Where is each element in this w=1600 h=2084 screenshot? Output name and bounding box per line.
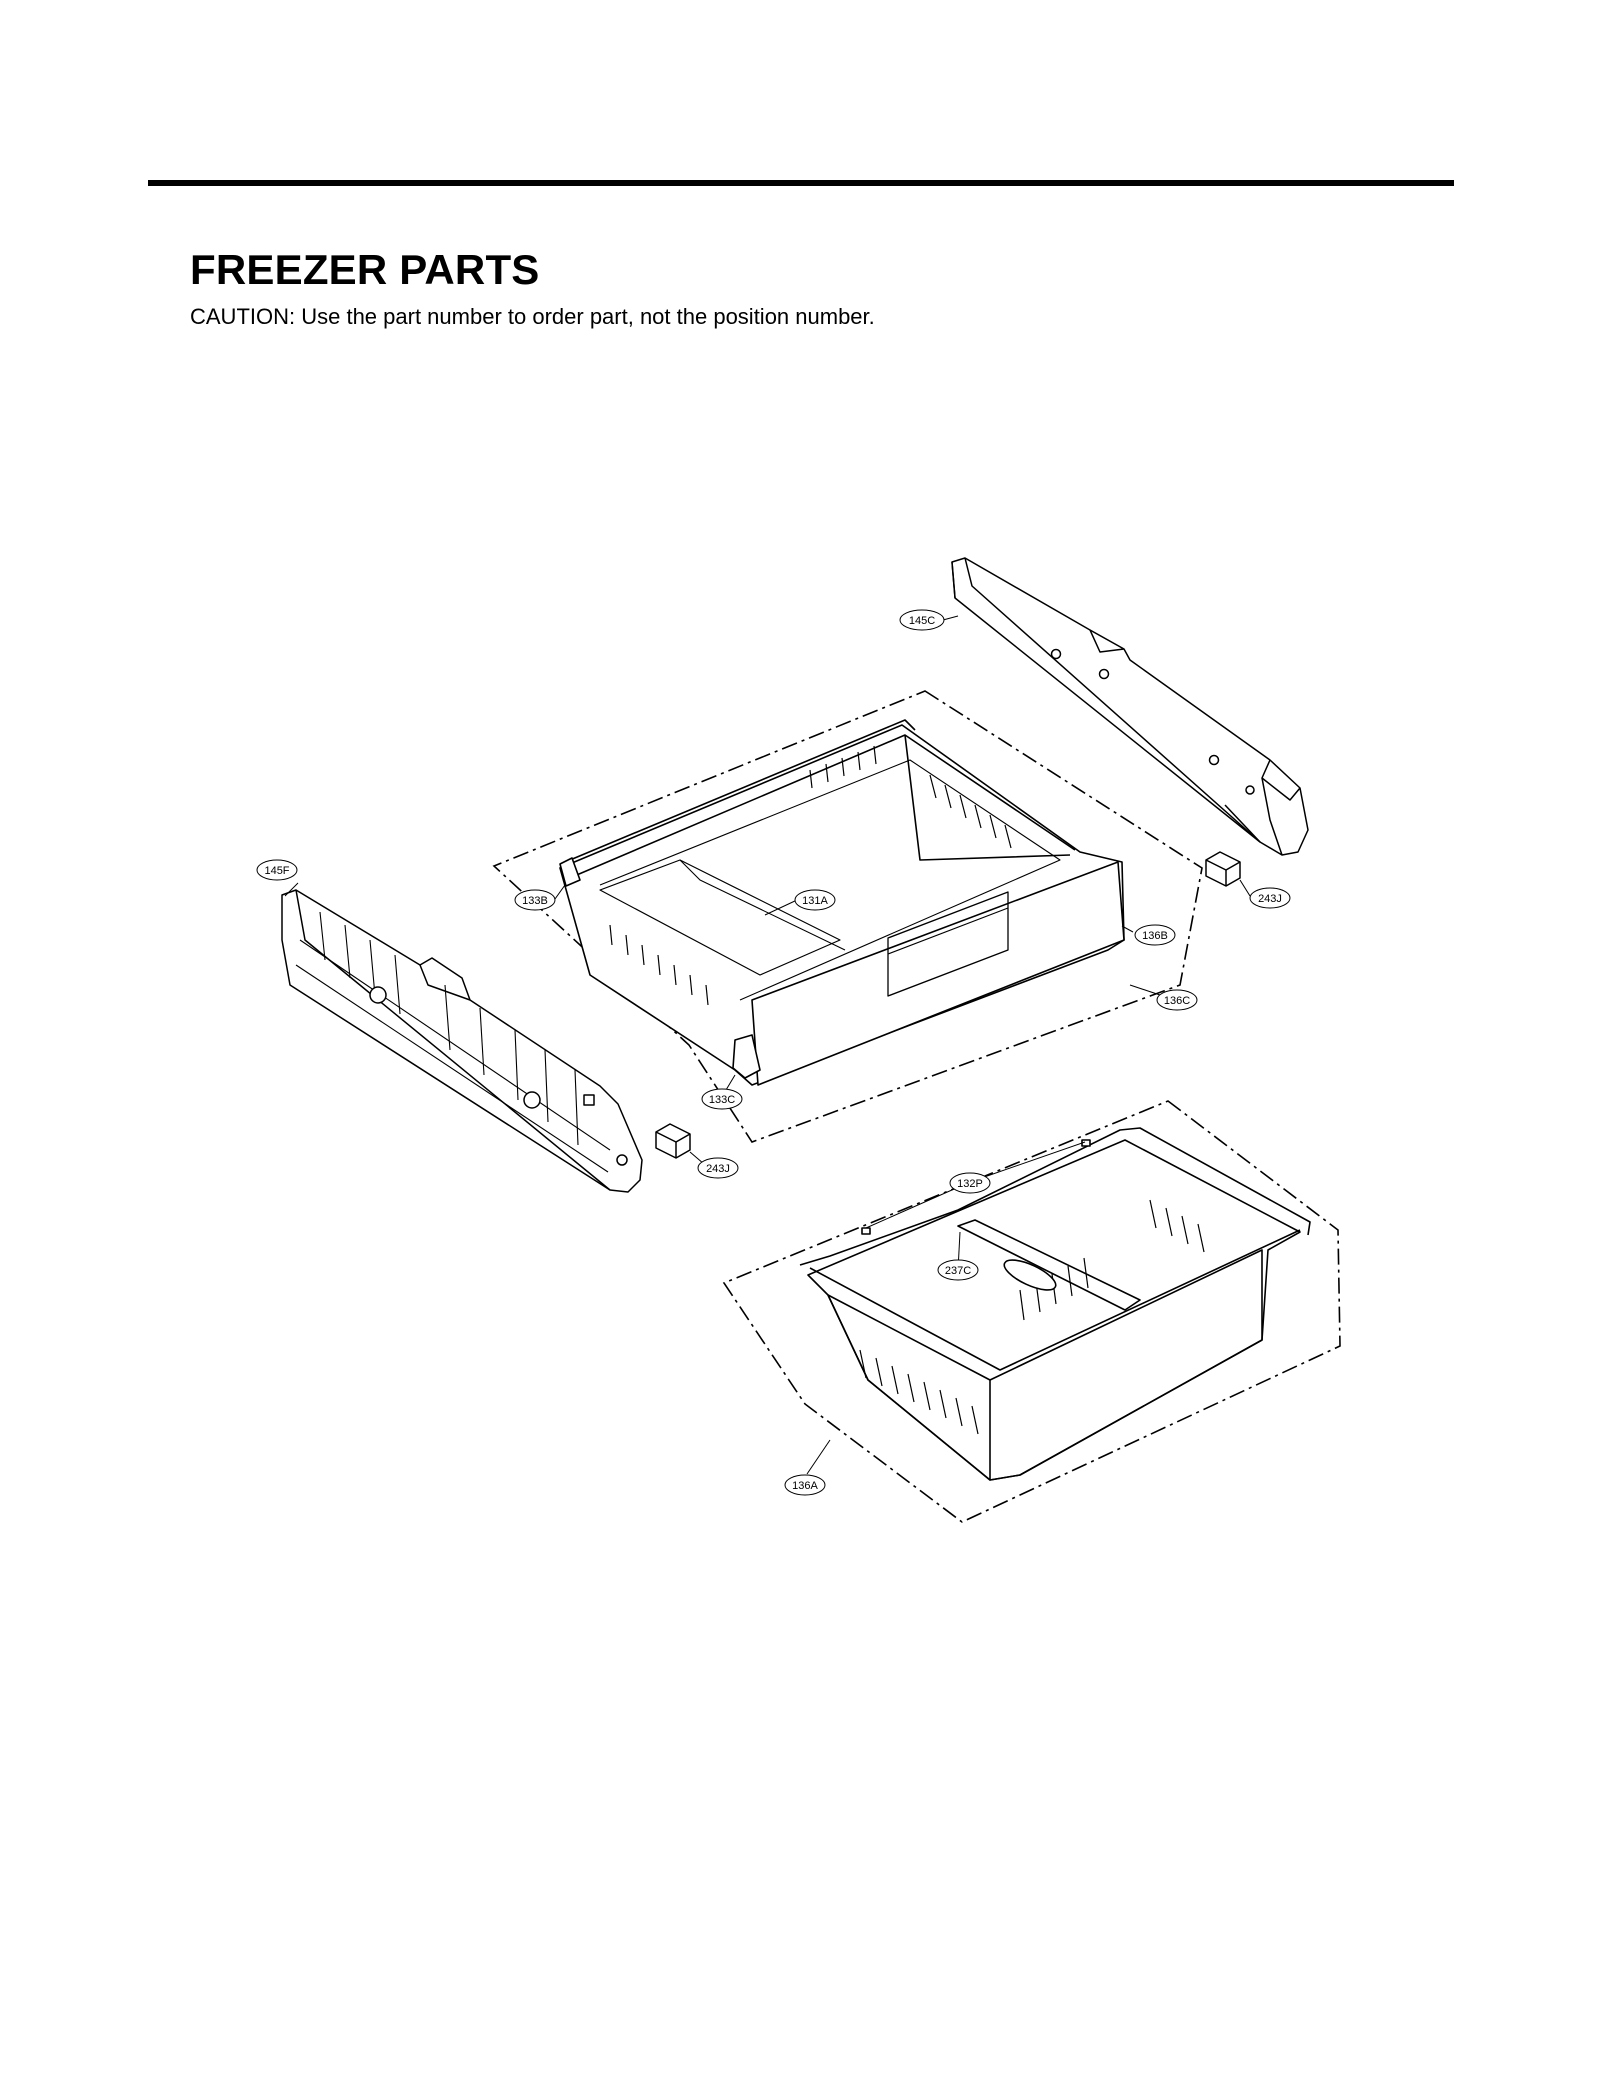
lower-basket-outline xyxy=(722,1100,1341,1523)
callout-131A: 131A xyxy=(794,889,836,911)
callout-243J-right: 243J xyxy=(1249,887,1291,909)
callout-243J-left: 243J xyxy=(697,1157,739,1179)
callout-133B-label: 133B xyxy=(522,895,548,907)
callout-136B: 136B xyxy=(1134,924,1176,946)
callout-237C-label: 237C xyxy=(945,1265,971,1277)
lower-basket-136A xyxy=(799,1127,1311,1481)
callout-136A-label: 136A xyxy=(792,1480,818,1492)
callout-136A: 136A xyxy=(784,1474,826,1496)
callout-133C: 133C xyxy=(701,1088,743,1110)
callout-136C-label: 136C xyxy=(1164,995,1190,1007)
cap-243J-right xyxy=(1205,851,1241,887)
callout-131A-label: 131A xyxy=(802,895,828,907)
callout-132P-label: 132P xyxy=(957,1178,983,1190)
group-outlines xyxy=(492,690,1341,1523)
top-rule xyxy=(148,180,1454,186)
upper-drawer-136B xyxy=(559,719,1125,1086)
callout-145C-label: 145C xyxy=(909,615,935,627)
upper-drawer-outline xyxy=(492,690,1203,1143)
callout-132P: 132P xyxy=(949,1172,991,1194)
callout-136C: 136C xyxy=(1156,989,1198,1011)
callout-243J-right-label: 243J xyxy=(1258,893,1282,905)
callout-136B-label: 136B xyxy=(1142,930,1168,942)
callout-133C-label: 133C xyxy=(709,1094,735,1106)
callout-145C: 145C xyxy=(899,609,945,631)
callout-133B: 133B xyxy=(514,889,556,911)
rail-145F xyxy=(281,889,643,1193)
callouts: 145C 145F 133B 131A 136B 136C 243J 133C xyxy=(256,609,1291,1496)
callout-145F: 145F xyxy=(256,859,298,881)
rail-145C xyxy=(951,557,1309,856)
caution-note: CAUTION: Use the part number to order pa… xyxy=(190,304,875,329)
callout-243J-left-label: 243J xyxy=(706,1163,730,1175)
cap-243J-left xyxy=(655,1123,691,1159)
callout-145F-label: 145F xyxy=(264,865,289,877)
callout-237C: 237C xyxy=(937,1259,979,1281)
page-title: FREEZER PARTS xyxy=(190,246,540,293)
